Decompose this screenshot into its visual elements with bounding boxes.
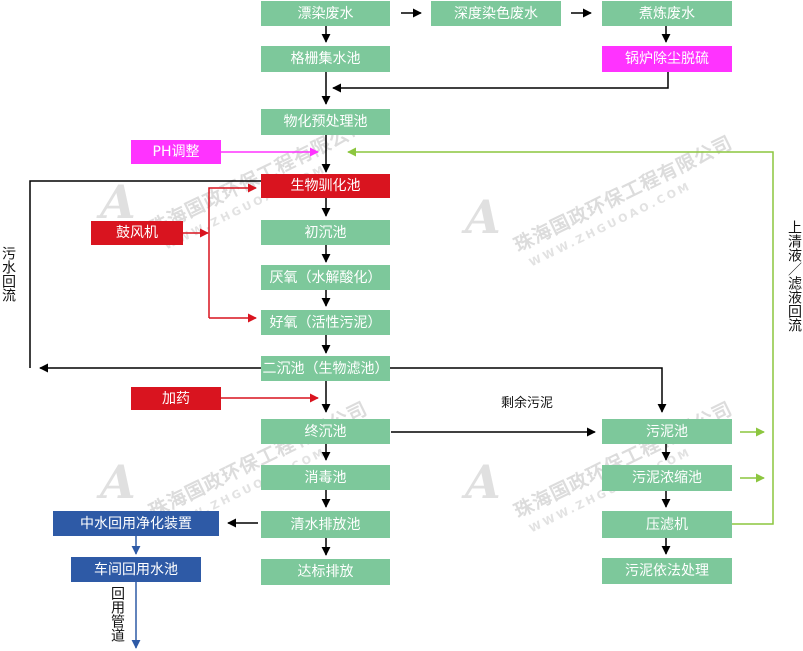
node-workshop-reuse-pool: 车间回用水池 bbox=[71, 557, 201, 582]
node-filter-press: 压滤机 bbox=[602, 511, 732, 538]
node-bio-acclimation: 生物驯化池 bbox=[261, 174, 390, 198]
node-anaerobic: 厌氧（水解酸化） bbox=[261, 265, 390, 290]
node-clear-discharge: 清水排放池 bbox=[261, 511, 390, 538]
arrow-secondary-to-sludge bbox=[390, 367, 667, 413]
node-physchem-pretreat: 物化预处理池 bbox=[261, 109, 390, 135]
node-dosing: 加药 bbox=[131, 387, 221, 410]
watermark-logo: A bbox=[100, 175, 136, 229]
arrow-blower-to-bio bbox=[208, 183, 257, 318]
line-supernatant-return bbox=[347, 147, 774, 525]
node-sludge-thickener: 污泥浓缩池 bbox=[602, 465, 732, 491]
node-scour-wastewater: 煮炼废水 bbox=[602, 1, 732, 26]
node-disinfection: 消毒池 bbox=[261, 465, 390, 490]
label-sewage-return: 污水回流 bbox=[0, 246, 16, 302]
line-sewage-return bbox=[29, 180, 261, 368]
node-sludge-disposal: 污泥依法处理 bbox=[602, 558, 732, 584]
node-sludge-tank: 污泥池 bbox=[602, 419, 732, 444]
watermark-logo: A bbox=[100, 455, 136, 509]
node-secondary-settling: 二沉池（生物滤池） bbox=[261, 356, 390, 381]
node-blower: 鼓风机 bbox=[91, 221, 183, 245]
node-grid-sump: 格栅集水池 bbox=[261, 46, 390, 72]
label-supernatant-return: 上清液／滤液回流 bbox=[786, 220, 802, 332]
node-reclaimed-purifier: 中水回用净化装置 bbox=[53, 511, 219, 536]
node-final-settling: 终沉池 bbox=[261, 419, 390, 444]
watermark-logo: A bbox=[465, 455, 501, 509]
node-aerobic: 好氧（活性污泥） bbox=[261, 310, 390, 335]
node-bleach-wastewater: 漂染废水 bbox=[261, 1, 390, 26]
node-primary-settling: 初沉池 bbox=[261, 220, 390, 245]
arrow-boiler-to-main bbox=[332, 72, 669, 93]
label-excess-sludge: 剩余污泥 bbox=[501, 396, 554, 411]
label-reuse-pipe: 回用管道 bbox=[109, 586, 125, 642]
node-boiler-desulfurization: 锅炉除尘脱硫 bbox=[602, 46, 732, 72]
node-ph-adjust: PH调整 bbox=[131, 140, 221, 164]
watermark-logo: A bbox=[465, 190, 501, 244]
node-deep-dye-wastewater: 深度染色废水 bbox=[431, 1, 561, 26]
node-compliant-discharge: 达标排放 bbox=[261, 559, 390, 585]
